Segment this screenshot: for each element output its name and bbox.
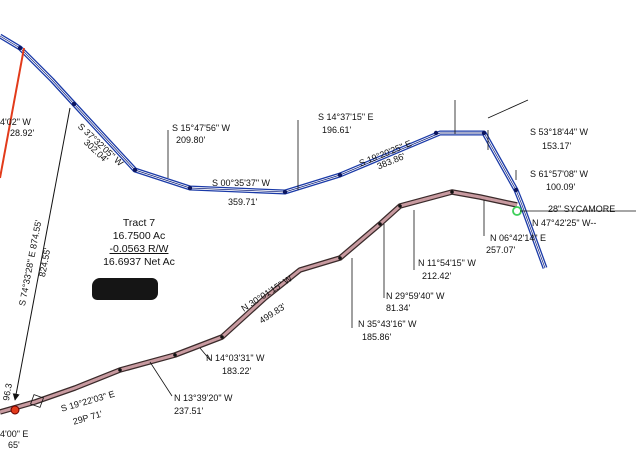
tract-summary: Tract 7 16.7500 Ac -0.0563 R/W 16.6937 N…	[98, 217, 180, 270]
leader-lines	[149, 99, 529, 397]
corner-marker	[10, 394, 44, 415]
call-distance-3: 359.71'	[228, 197, 258, 207]
west-call-distance: 28.92'	[10, 128, 35, 138]
call-distance-14: 237.51'	[174, 406, 204, 416]
call-bearing-3: S 00°35'37" W	[212, 178, 271, 188]
call-distance-4: 196.61'	[322, 125, 352, 135]
call-distance-7: 100.09'	[546, 182, 576, 192]
bottom-left-distance: 65'	[8, 440, 20, 450]
call-bearing-14: N 13°39'20" W	[174, 393, 233, 403]
creek-boundary	[0, 189, 518, 415]
bottom-left-bearing: 4'00" E	[0, 429, 29, 439]
call-bearing-7: S 61°57'08" W	[530, 169, 589, 179]
call-distance-9: 212.42'	[422, 271, 452, 281]
road-right-of-way	[0, 33, 548, 269]
sycamore-label: 28" SYCAMORE	[548, 204, 616, 214]
call-distance-13: 183.22'	[222, 366, 252, 376]
call-distance-10: 81.34'	[386, 303, 411, 313]
call-distance-2: 209.80'	[176, 135, 206, 145]
tract-net-acreage: 16.6937 Net Ac	[103, 256, 175, 269]
call-bearing-8: N 06°42'14" E	[490, 233, 547, 243]
call-bearing-2: S 15°47'56" W	[172, 123, 231, 133]
call-bearing-13: N 14°03'31" W	[206, 353, 265, 363]
tract-gross-acreage: 16.7500 Ac	[112, 230, 166, 243]
sycamore-tie-call: N 47°42'25" W--	[532, 218, 597, 228]
tract-row-deduction: -0.0563 R/W	[109, 243, 169, 256]
sycamore-tree-marker	[512, 206, 522, 216]
call-distance-8: 257.07'	[486, 245, 516, 255]
tract-name: Tract 7	[122, 217, 156, 229]
call-distance-11: 185.86'	[362, 332, 392, 342]
road-survey-points	[17, 45, 519, 195]
creek-survey-points	[118, 190, 454, 372]
redaction-mark	[92, 278, 158, 300]
call-bearing-6: S 53°18'44" W	[530, 127, 589, 137]
west-call-bearing: 4'02" W	[0, 117, 31, 127]
red-boundary-line	[0, 47, 25, 179]
call-bearing-9: N 11°54'15" W	[418, 258, 476, 268]
call-bearing-11: N 35°43'16" W	[358, 319, 417, 329]
call-bearing-10: N 29°59'40" W	[386, 291, 445, 301]
call-bearing-4: S 14°37'15" E	[318, 112, 374, 122]
call-distance-6: 153.17'	[542, 141, 572, 151]
chord-arrow-line	[12, 107, 71, 401]
